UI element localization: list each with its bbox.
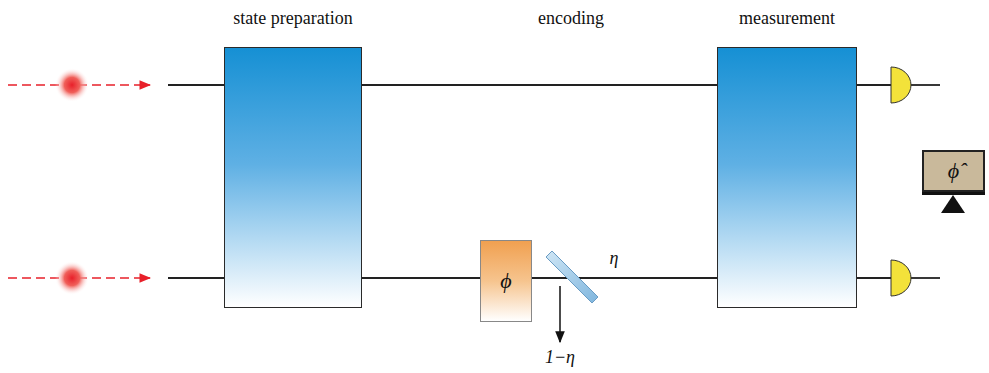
- measurement-box: measurement: [717, 47, 857, 308]
- input-mode: [168, 277, 225, 279]
- detector: [891, 260, 911, 296]
- detector: [891, 67, 911, 103]
- output-mode: [856, 84, 892, 86]
- symbol-label: ϕ̂: [924, 152, 983, 190]
- photon: [55, 261, 89, 295]
- optical-mode-line: [362, 84, 717, 86]
- loss-label: 1−η: [545, 347, 575, 368]
- symbol-label: ϕ: [481, 241, 531, 321]
- box-heading: measurement: [739, 8, 835, 29]
- output-mode: [856, 277, 892, 279]
- output-wire: [910, 277, 940, 279]
- photon-input: [8, 68, 150, 295]
- output-wire: [910, 84, 940, 86]
- loss-arrow: [559, 286, 561, 342]
- phase-shifter: ϕ: [480, 240, 532, 322]
- optical-mode-line: [532, 277, 717, 279]
- estimator-display: ϕ̂: [922, 150, 985, 192]
- beam-splitter: [546, 251, 598, 303]
- state-preparation-box: state preparation: [224, 47, 362, 308]
- transmissivity-label: η: [610, 248, 619, 269]
- box-heading: state preparation: [233, 8, 352, 29]
- optical-mode-line: [362, 277, 480, 279]
- stage-label: encoding: [538, 8, 604, 29]
- input-mode: [168, 84, 225, 86]
- monitor-stand: [941, 195, 965, 213]
- photon: [55, 68, 89, 102]
